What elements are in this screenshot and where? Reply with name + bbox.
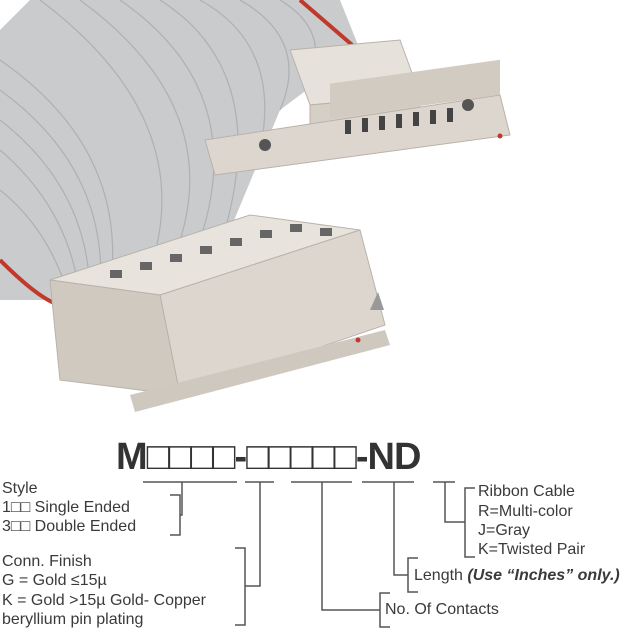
ribbon-option: K=Twisted Pair: [478, 541, 586, 558]
conn-finish-option: G = Gold ≤15µ: [2, 572, 107, 589]
conn-finish-note: beryllium pin plating: [2, 611, 144, 628]
length-callout: Length (Use “Inches” only.): [414, 567, 620, 585]
length-label: Length: [414, 567, 463, 584]
part-number-template: M□□□□-□□□□□-ND: [116, 436, 421, 478]
ribbon-cable-assembly-photo: [0, 0, 511, 412]
conn-finish-option: K = Gold >15µ Gold- Copper: [2, 592, 206, 609]
red-stripe: [298, 0, 360, 52]
ribbon-title: Ribbon Cable: [478, 483, 575, 500]
ribbon-cable: [0, 0, 360, 300]
style-option: 3□□ Double Ended: [2, 518, 137, 535]
style-title: Style: [2, 480, 38, 497]
style-option: 1□□ Single Ended: [2, 499, 130, 516]
conn-finish-title: Conn. Finish: [2, 553, 92, 570]
ribbon-option: R=Multi-color: [478, 503, 573, 520]
contacts-label: No. Of Contacts: [385, 601, 499, 618]
length-note: (Use “Inches” only.): [467, 567, 620, 584]
ribbon-option: J=Gray: [478, 522, 531, 539]
